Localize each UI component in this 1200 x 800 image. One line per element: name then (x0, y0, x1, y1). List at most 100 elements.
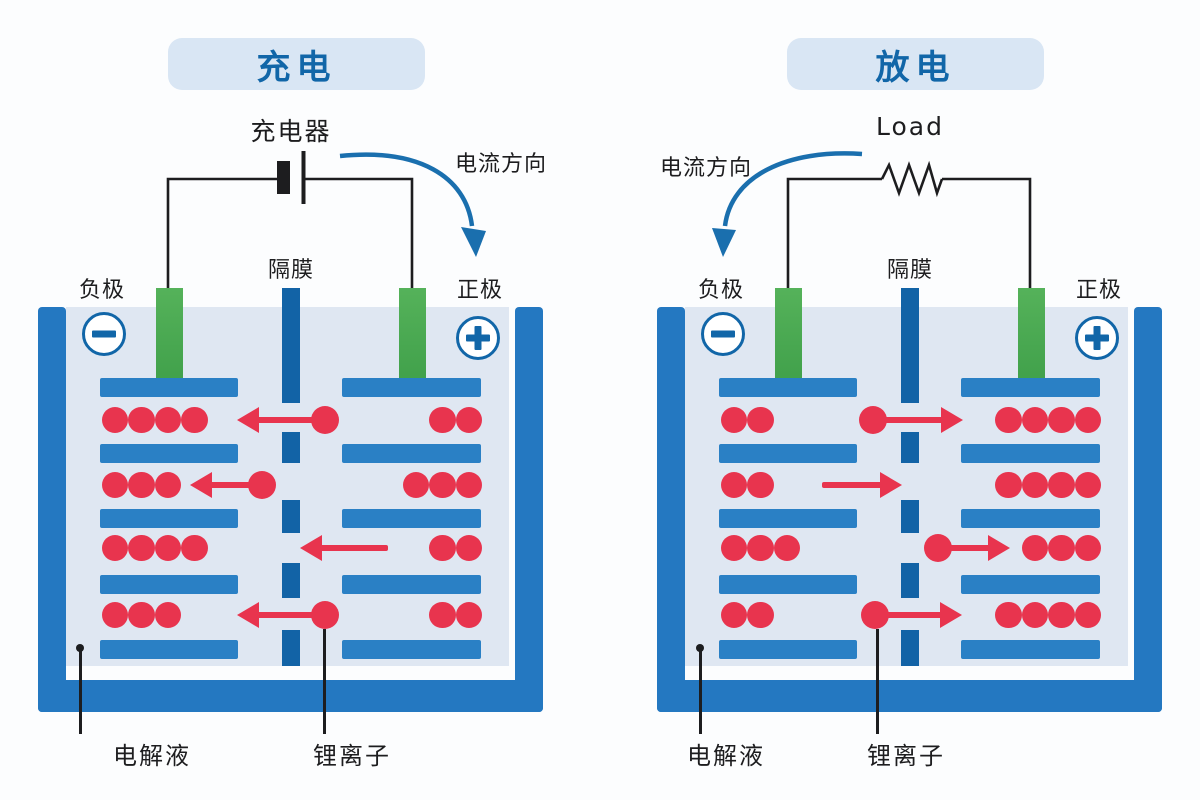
separator-segment (901, 630, 919, 666)
lithium-ion (995, 406, 1022, 434)
lithium-ion-pointer-line (875, 629, 879, 734)
lithium-ion (181, 406, 208, 434)
separator-segment (901, 563, 919, 598)
current-direction-curve (339, 152, 475, 227)
electrode-bar (342, 509, 481, 528)
electrode-bar (342, 378, 481, 397)
positive-electrode-label: 正极 (1075, 278, 1123, 303)
lithium-ion (154, 534, 182, 562)
terminal-symbol-bar (1093, 326, 1101, 350)
lithium-ion-label: 锂离子 (313, 742, 391, 770)
negative-electrode-tab (775, 288, 802, 380)
lithium-ion (429, 406, 456, 434)
lithium-ion-pointer-line (322, 629, 326, 734)
separator-segment (901, 432, 919, 463)
ion-flow-arrowhead-icon (988, 535, 1010, 561)
ion-flow-arrow-line (938, 545, 990, 551)
electrolyte-label: 电解液 (113, 742, 191, 770)
electrode-bar (100, 640, 238, 659)
separator-segment (282, 563, 300, 598)
separator-segment (282, 288, 300, 403)
lithium-ion (181, 534, 208, 562)
lithium-ion (154, 601, 182, 629)
lithium-ion (1048, 406, 1075, 434)
lithium-ion (1074, 601, 1102, 629)
electrode-bar (719, 443, 857, 463)
electrode-bar (961, 640, 1100, 659)
lithium-ion (154, 406, 182, 434)
positive-electrode-tab (399, 288, 426, 380)
discharging-panel: 放电 Load 电流方向 负极 正极 隔膜 电解液 锂离子 (619, 0, 1200, 800)
battery-wall-left (38, 307, 66, 712)
charger-battery-symbol-icon (277, 161, 290, 194)
moving-lithium-ion (861, 601, 889, 629)
lithium-ion (1048, 601, 1075, 629)
lithium-ion (747, 406, 774, 434)
lithium-ion (1021, 471, 1049, 499)
separator-segment (282, 432, 300, 463)
lithium-ion (101, 534, 129, 562)
current-direction-label: 电流方向 (455, 152, 548, 177)
ion-flow-arrow-line (210, 482, 262, 488)
lithium-ion (720, 601, 748, 629)
negative-electrode-label: 负极 (78, 278, 126, 303)
ion-flow-arrow-line (875, 612, 942, 618)
separator-segment (282, 500, 300, 533)
electrolyte-pointer-dot (696, 644, 704, 652)
ion-flow-arrow-line (873, 417, 943, 423)
charging-title: 充电 (256, 47, 337, 88)
ion-flow-arrow-line (320, 545, 388, 551)
lithium-ion (747, 601, 774, 629)
electrode-bar (719, 378, 857, 397)
negative-electrode-label: 负极 (697, 278, 745, 303)
lithium-ion (128, 406, 155, 434)
battery-wall-right (515, 307, 543, 712)
moving-lithium-ion (248, 471, 276, 499)
lithium-ion (720, 406, 748, 434)
lithium-ion (429, 601, 456, 629)
electrode-bar (342, 574, 481, 594)
ion-flow-arrowhead-icon (237, 407, 259, 433)
positive-terminal-icon (1075, 316, 1119, 360)
lithium-ion (128, 471, 155, 499)
separator-label: 隔膜 (267, 258, 315, 283)
ion-flow-arrowhead-icon (880, 472, 902, 498)
discharging-title-badge: 放电 (787, 38, 1044, 90)
ion-flow-arrowhead-icon (941, 407, 963, 433)
electrolyte-label: 电解液 (687, 742, 765, 770)
lithium-ion (455, 534, 483, 562)
battery-wall-bottom (657, 680, 1162, 712)
ion-flow-arrowhead-icon (190, 472, 212, 498)
ion-flow-arrow-line (257, 417, 325, 423)
lithium-ion (747, 471, 774, 499)
electrode-bar (342, 443, 481, 463)
ion-flow-arrowhead-icon (237, 602, 259, 628)
lithium-ion (128, 601, 155, 629)
negative-terminal-icon (701, 312, 745, 356)
current-direction-arrowhead-icon (712, 228, 736, 257)
terminal-symbol-bar (711, 330, 735, 338)
lithium-ion (429, 534, 456, 562)
moving-lithium-ion (311, 406, 339, 434)
lithium-ion (455, 471, 483, 499)
moving-lithium-ion (859, 406, 887, 434)
electrolyte-pointer-dot (76, 644, 84, 652)
battery-wall-left (657, 307, 685, 712)
terminal-symbol-bar (474, 326, 482, 350)
electrode-bar (961, 443, 1100, 463)
negative-electrode-tab (156, 288, 183, 380)
lithium-ion (995, 471, 1022, 499)
moving-lithium-ion (924, 534, 952, 562)
discharging-title: 放电 (875, 47, 956, 88)
lithium-ion (773, 534, 801, 562)
lithium-ion (720, 534, 748, 562)
positive-terminal-icon (456, 316, 500, 360)
electrode-bar (100, 574, 238, 594)
battery-wall-right (1134, 307, 1162, 712)
lithium-ion (1048, 471, 1075, 499)
lithium-ion (101, 601, 129, 629)
lithium-ion (747, 534, 774, 562)
lithium-ion (101, 471, 129, 499)
lithium-ion (154, 471, 182, 499)
ion-flow-arrow-line (257, 612, 325, 618)
